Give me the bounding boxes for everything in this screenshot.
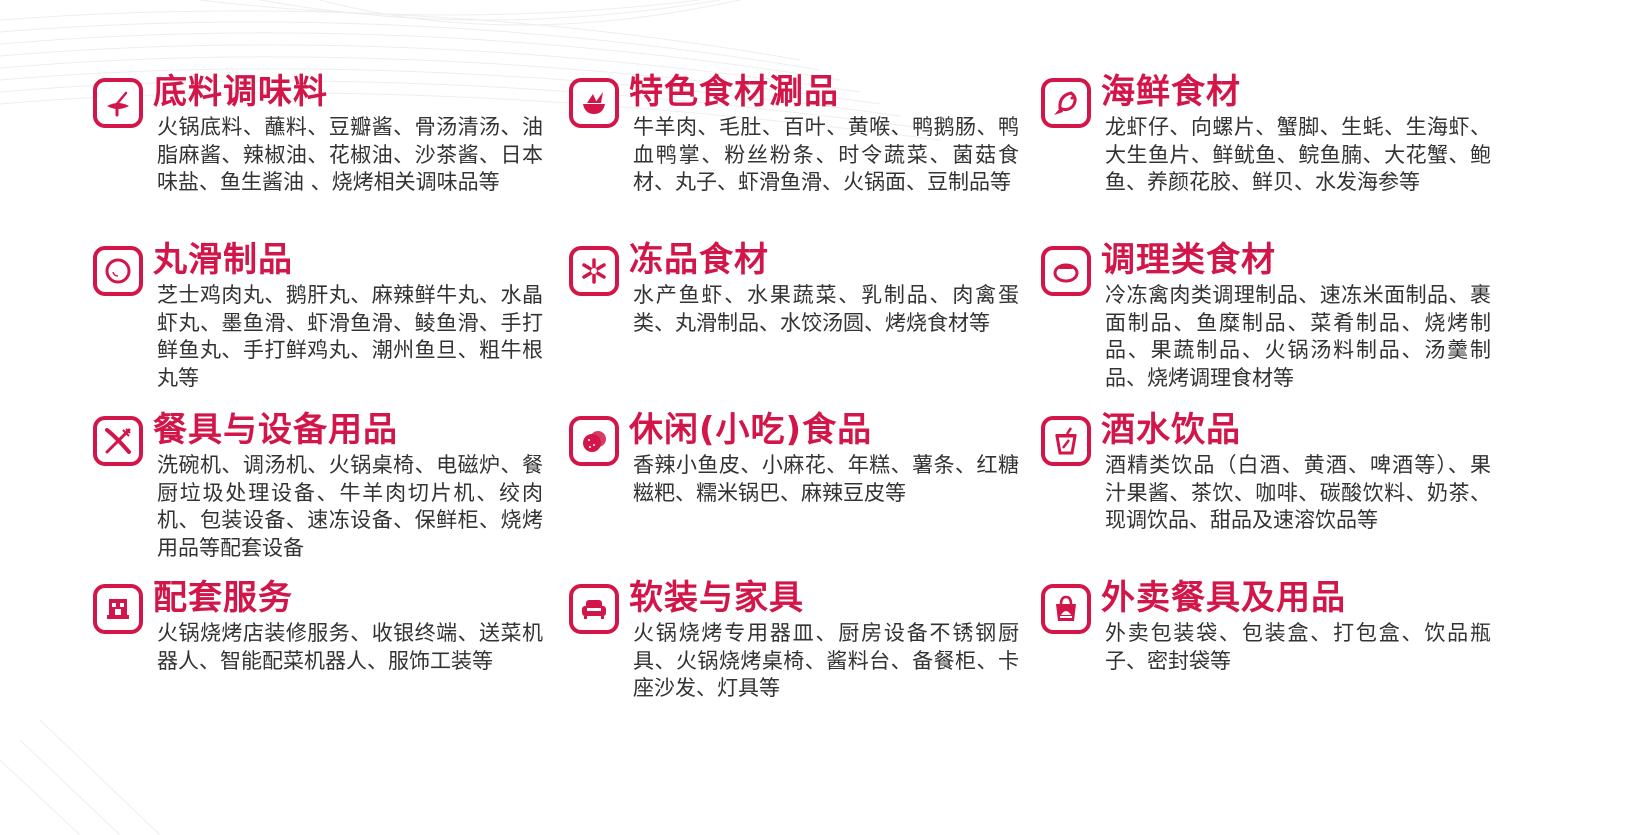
category-title: 外卖餐具及用品 — [1101, 578, 1346, 618]
category-title: 软装与家具 — [629, 578, 804, 618]
category-title: 配套服务 — [153, 578, 293, 618]
category-description: 芝士鸡肉丸、鹅肝丸、麻辣鲜牛丸、水晶虾丸、墨鱼滑、虾滑鱼滑、鲮鱼滑、手打鲜鱼丸、… — [157, 283, 543, 390]
category-description: 火锅底料、蘸料、豆瓣酱、骨汤清汤、油脂麻酱、辣椒油、花椒油、沙茶酱、日本味盐、鱼… — [157, 115, 543, 194]
fish-icon — [1041, 78, 1091, 128]
category-description: 水产鱼虾、水果蔬菜、乳制品、肉禽蛋类、丸滑制品、水饺汤圆、烤烧食材等 — [633, 283, 1019, 335]
category-description: 火锅烧烤专用器皿、厨房设备不锈钢厨具、火锅烧烤桌椅、酱料台、备餐柜、卡座沙发、灯… — [633, 621, 1019, 700]
category-title: 餐具与设备用品 — [153, 410, 398, 450]
cookie-icon — [569, 416, 619, 466]
category-description: 牛羊肉、毛肚、百叶、黄喉、鸭鹅肠、鸭血鸭掌、粉丝粉条、时令蔬菜、菌菇食材、丸子、… — [633, 115, 1019, 194]
food-bowl-icon — [569, 78, 619, 128]
storefront-icon — [93, 584, 143, 634]
shopping-bag-icon — [1041, 584, 1091, 634]
snowflake-icon — [569, 246, 619, 296]
category-title: 丸滑制品 — [153, 240, 293, 280]
category-title: 酒水饮品 — [1101, 410, 1241, 450]
category-description: 冷冻禽肉类调理制品、速冻米面制品、裹面制品、鱼糜制品、菜肴制品、烧烤制品、果蔬制… — [1105, 283, 1491, 390]
category-title: 调理类食材 — [1101, 240, 1276, 280]
category-description: 火锅烧烤店装修服务、收银终端、送菜机器人、智能配菜机器人、服饰工装等 — [157, 621, 543, 673]
category-title: 休闲(小吃)食品 — [629, 410, 873, 450]
bun-icon — [1041, 246, 1091, 296]
category-description: 外卖包装袋、包装盒、打包盒、饮品瓶子、密封袋等 — [1105, 621, 1491, 673]
category-description: 洗碗机、调汤机、火锅桌椅、电磁炉、餐厨垃圾处理设备、牛羊肉切片机、绞肉机、包装设… — [157, 453, 543, 560]
category-title: 特色食材涮品 — [629, 72, 839, 112]
sofa-icon — [569, 584, 619, 634]
category-description: 酒精类饮品（白酒、黄酒、啤酒等）、果汁果酱、茶饮、咖啡、碳酸饮料、奶茶、现调饮品… — [1105, 453, 1491, 532]
category-title: 冻品食材 — [629, 240, 769, 280]
spoon-sauce-icon — [93, 78, 143, 128]
category-description: 香辣小鱼皮、小麻花、年糕、薯条、红糖糍粑、糯米锅巴、麻辣豆皮等 — [633, 453, 1019, 505]
drink-cup-icon — [1041, 416, 1091, 466]
category-title: 底料调味料 — [153, 72, 328, 112]
fork-knife-icon — [93, 416, 143, 466]
category-description: 龙虾仔、向螺片、蟹脚、生蚝、生海虾、大生鱼片、鲜鱿鱼、鲩鱼腩、大花蟹、鲍鱼、养颜… — [1105, 115, 1491, 194]
category-title: 海鲜食材 — [1101, 72, 1241, 112]
meatball-icon — [93, 246, 143, 296]
